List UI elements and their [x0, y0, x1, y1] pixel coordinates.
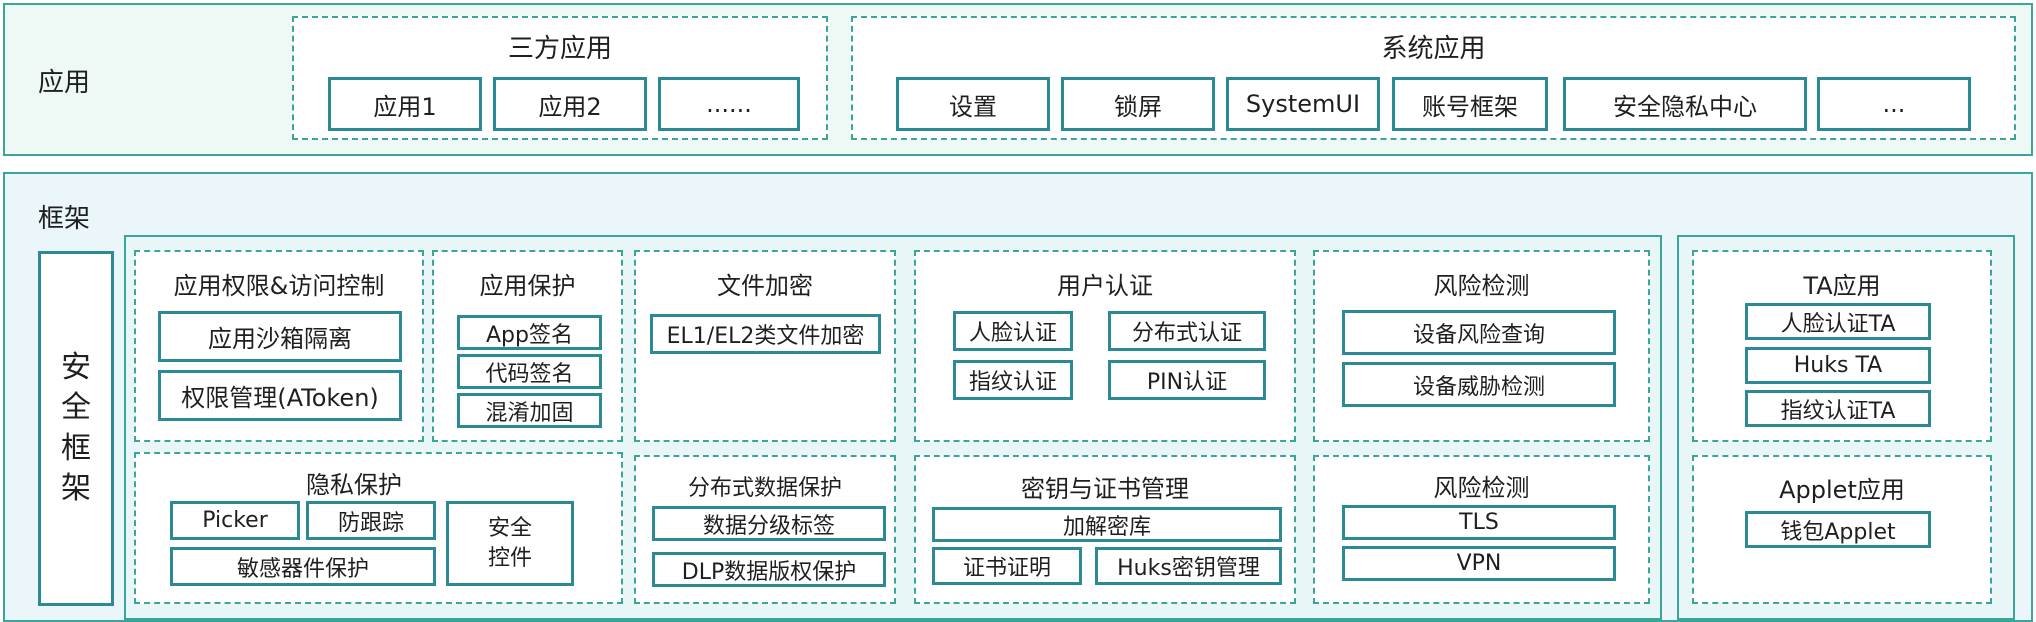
distributed-data-protection-title: 分布式数据保护	[687, 476, 842, 501]
user-auth-title: 用户认证	[1057, 272, 1153, 300]
applet-apps-title: Applet应用	[1779, 476, 1905, 504]
face-auth-box: 人脸认证	[953, 311, 1073, 351]
app-protection-title: 应用保护	[479, 272, 576, 300]
security-framework-char: 框	[61, 430, 91, 466]
distributed-auth-box: 分布式认证	[1108, 311, 1266, 351]
risk-detection-title-top: 风险检测	[1433, 272, 1530, 300]
framework-layer-title: 框架	[38, 204, 91, 234]
fingerprint-auth-box: 指纹认证	[953, 360, 1073, 400]
security-framework-char: 安	[61, 349, 91, 385]
app-sandbox-isolation-box: 应用沙箱隔离	[158, 311, 402, 362]
crypto-library-box: 加解密库	[932, 507, 1282, 542]
permission-management-box: 权限管理(AToken)	[158, 370, 402, 421]
huks-ta-box: Huks TA	[1745, 347, 1931, 384]
security-privacy-center-box: 安全隐私中心	[1563, 77, 1807, 131]
fingerprint-auth-ta-box: 指纹认证TA	[1745, 390, 1931, 427]
anti-tracking-box: 防跟踪	[306, 501, 436, 540]
risk-detection-title-bottom: 风险检测	[1433, 474, 1530, 502]
obfuscation-hardening-box: 混淆加固	[457, 393, 602, 428]
tls-box: TLS	[1342, 505, 1616, 540]
security-control-box: 安全 控件	[446, 501, 574, 586]
wallet-applet-box: 钱包Applet	[1745, 511, 1931, 548]
systemui-box: SystemUI	[1226, 77, 1380, 131]
huks-key-management-box: Huks密钥管理	[1095, 547, 1282, 585]
code-signature-box: 代码签名	[457, 354, 602, 389]
cert-attestation-box: 证书证明	[932, 547, 1082, 585]
el1-el2-file-encryption-box: EL1/EL2类文件加密	[650, 314, 881, 354]
third-party-apps-title: 三方应用	[507, 34, 612, 64]
security-framework-char: 全	[61, 390, 91, 425]
vpn-box: VPN	[1342, 546, 1616, 581]
device-threat-detection-box: 设备威胁检测	[1342, 362, 1616, 407]
sensitive-device-protection-box: 敏感器件保护	[170, 547, 436, 586]
settings-box: 设置	[896, 77, 1050, 131]
privacy-protection-title: 隐私保护	[306, 471, 402, 499]
ta-apps-title: TA应用	[1803, 272, 1881, 300]
account-framework-box: 账号框架	[1392, 77, 1548, 131]
system-apps-title: 系统应用	[1381, 34, 1486, 64]
more-apps-box: ......	[658, 77, 800, 131]
face-auth-ta-box: 人脸认证TA	[1745, 303, 1931, 340]
lockscreen-box: 锁屏	[1061, 77, 1215, 131]
key-cert-management-title: 密钥与证书管理	[1021, 475, 1189, 503]
data-classification-label-box: 数据分级标签	[652, 506, 886, 541]
pin-auth-box: PIN认证	[1108, 360, 1266, 400]
app-1-box: 应用1	[328, 77, 482, 131]
security-control-line: 安全	[487, 515, 532, 541]
app-2-box: 应用2	[493, 77, 647, 131]
device-risk-query-box: 设备风险查询	[1342, 310, 1616, 355]
app-permission-title: 应用权限&访问控制	[173, 272, 385, 300]
security-framework-char: 架	[61, 471, 91, 506]
app-signature-box: App签名	[457, 315, 602, 350]
security-control-line: 控件	[487, 545, 532, 571]
dlp-copyright-protection-box: DLP数据版权保护	[652, 552, 886, 587]
picker-box: Picker	[170, 501, 300, 540]
app-layer-title: 应用	[38, 68, 91, 98]
file-encryption-title: 文件加密	[717, 272, 813, 300]
more-system-apps-box: ...	[1817, 77, 1971, 131]
security-framework-box: 安 全 框 架	[38, 251, 114, 606]
